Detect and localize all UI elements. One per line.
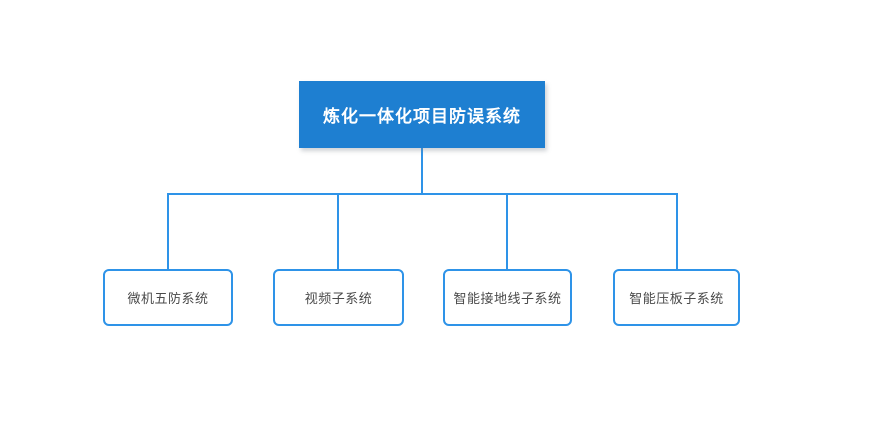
child-node-video[interactable]: 视频子系统 [273, 269, 404, 326]
child-node-wjwf[interactable]: 微机五防系统 [103, 269, 233, 326]
root-node[interactable]: 炼化一体化项目防误系统 [299, 81, 545, 148]
child-node-grounding[interactable]: 智能接地线子系统 [443, 269, 572, 326]
child-node-label: 智能接地线子系统 [453, 291, 562, 306]
child-node-label: 微机五防系统 [127, 291, 209, 306]
child-node-label: 智能压板子系统 [629, 291, 724, 306]
child-node-pressplate[interactable]: 智能压板子系统 [613, 269, 740, 326]
root-node-label: 炼化一体化项目防误系统 [323, 107, 521, 126]
child-node-label: 视频子系统 [304, 291, 373, 306]
